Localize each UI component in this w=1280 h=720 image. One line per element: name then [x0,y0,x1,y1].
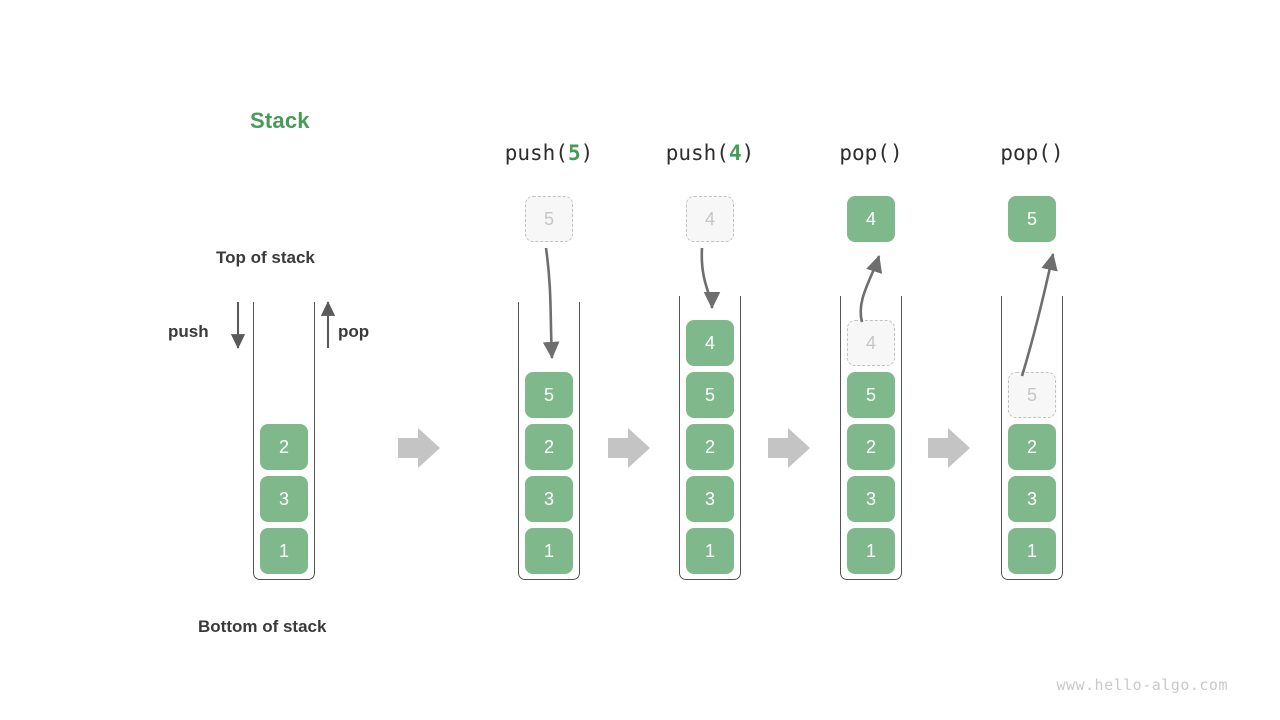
stack-cell: 3 [1008,476,1056,522]
operation-name: pop( [1000,141,1051,165]
stack-cell: 5 [847,372,895,418]
stack-cell: 2 [1008,424,1056,470]
operation-name: push( [665,141,729,165]
operation-title-pop2: pop() [952,141,1112,165]
pop-label: pop [338,322,370,341]
operation-paren: ) [889,141,903,165]
separator-arrow-right-icon-3 [768,428,810,468]
stack-cell: 1 [847,528,895,574]
operation-title-pop1: pop() [791,141,951,165]
stack-container-push5 [518,302,580,580]
stack-container-initial [253,302,315,580]
operation-paren: ) [580,141,594,165]
separator-arrow-right-icon-2 [608,428,650,468]
stack-cell: 3 [686,476,734,522]
floating-cell-push5: 5 [525,196,573,242]
stack-cell: 2 [686,424,734,470]
stack-cell: 5 [1008,372,1056,418]
stack-cell: 5 [686,372,734,418]
operation-title-push5: push(5) [469,141,629,165]
operation-paren: ) [1050,141,1064,165]
page-title: Stack [250,108,310,133]
bottom-of-stack-label: Bottom of stack [198,617,327,636]
operation-name: pop( [839,141,890,165]
stack-cell: 1 [1008,528,1056,574]
stack-cell: 2 [525,424,573,470]
stack-cell: 3 [847,476,895,522]
stack-cell: 2 [847,424,895,470]
operation-argument: 4 [728,141,742,165]
stack-cell: 4 [847,320,895,366]
operation-title-push4: push(4) [630,141,790,165]
operation-name: push( [504,141,568,165]
stack-container-pop2 [1001,296,1063,580]
stack-cell: 3 [525,476,573,522]
separator-arrow-right-icon-1 [398,428,440,468]
stack-container-push4 [679,296,741,580]
stack-cell: 3 [260,476,308,522]
stack-container-pop1 [840,296,902,580]
floating-cell-pop1: 4 [847,196,895,242]
watermark: www.hello-algo.com [1056,676,1228,694]
floating-cell-pop2: 5 [1008,196,1056,242]
stack-cell: 1 [260,528,308,574]
stack-cell: 1 [686,528,734,574]
stack-cell: 5 [525,372,573,418]
stack-cell: 4 [686,320,734,366]
operation-argument: 5 [567,141,581,165]
push-label: push [168,322,209,341]
operation-paren: ) [741,141,755,165]
floating-cell-push4: 4 [686,196,734,242]
separator-arrow-right-icon-4 [928,428,970,468]
stack-cell: 2 [260,424,308,470]
stack-cell: 1 [525,528,573,574]
top-of-stack-label: Top of stack [216,248,315,267]
